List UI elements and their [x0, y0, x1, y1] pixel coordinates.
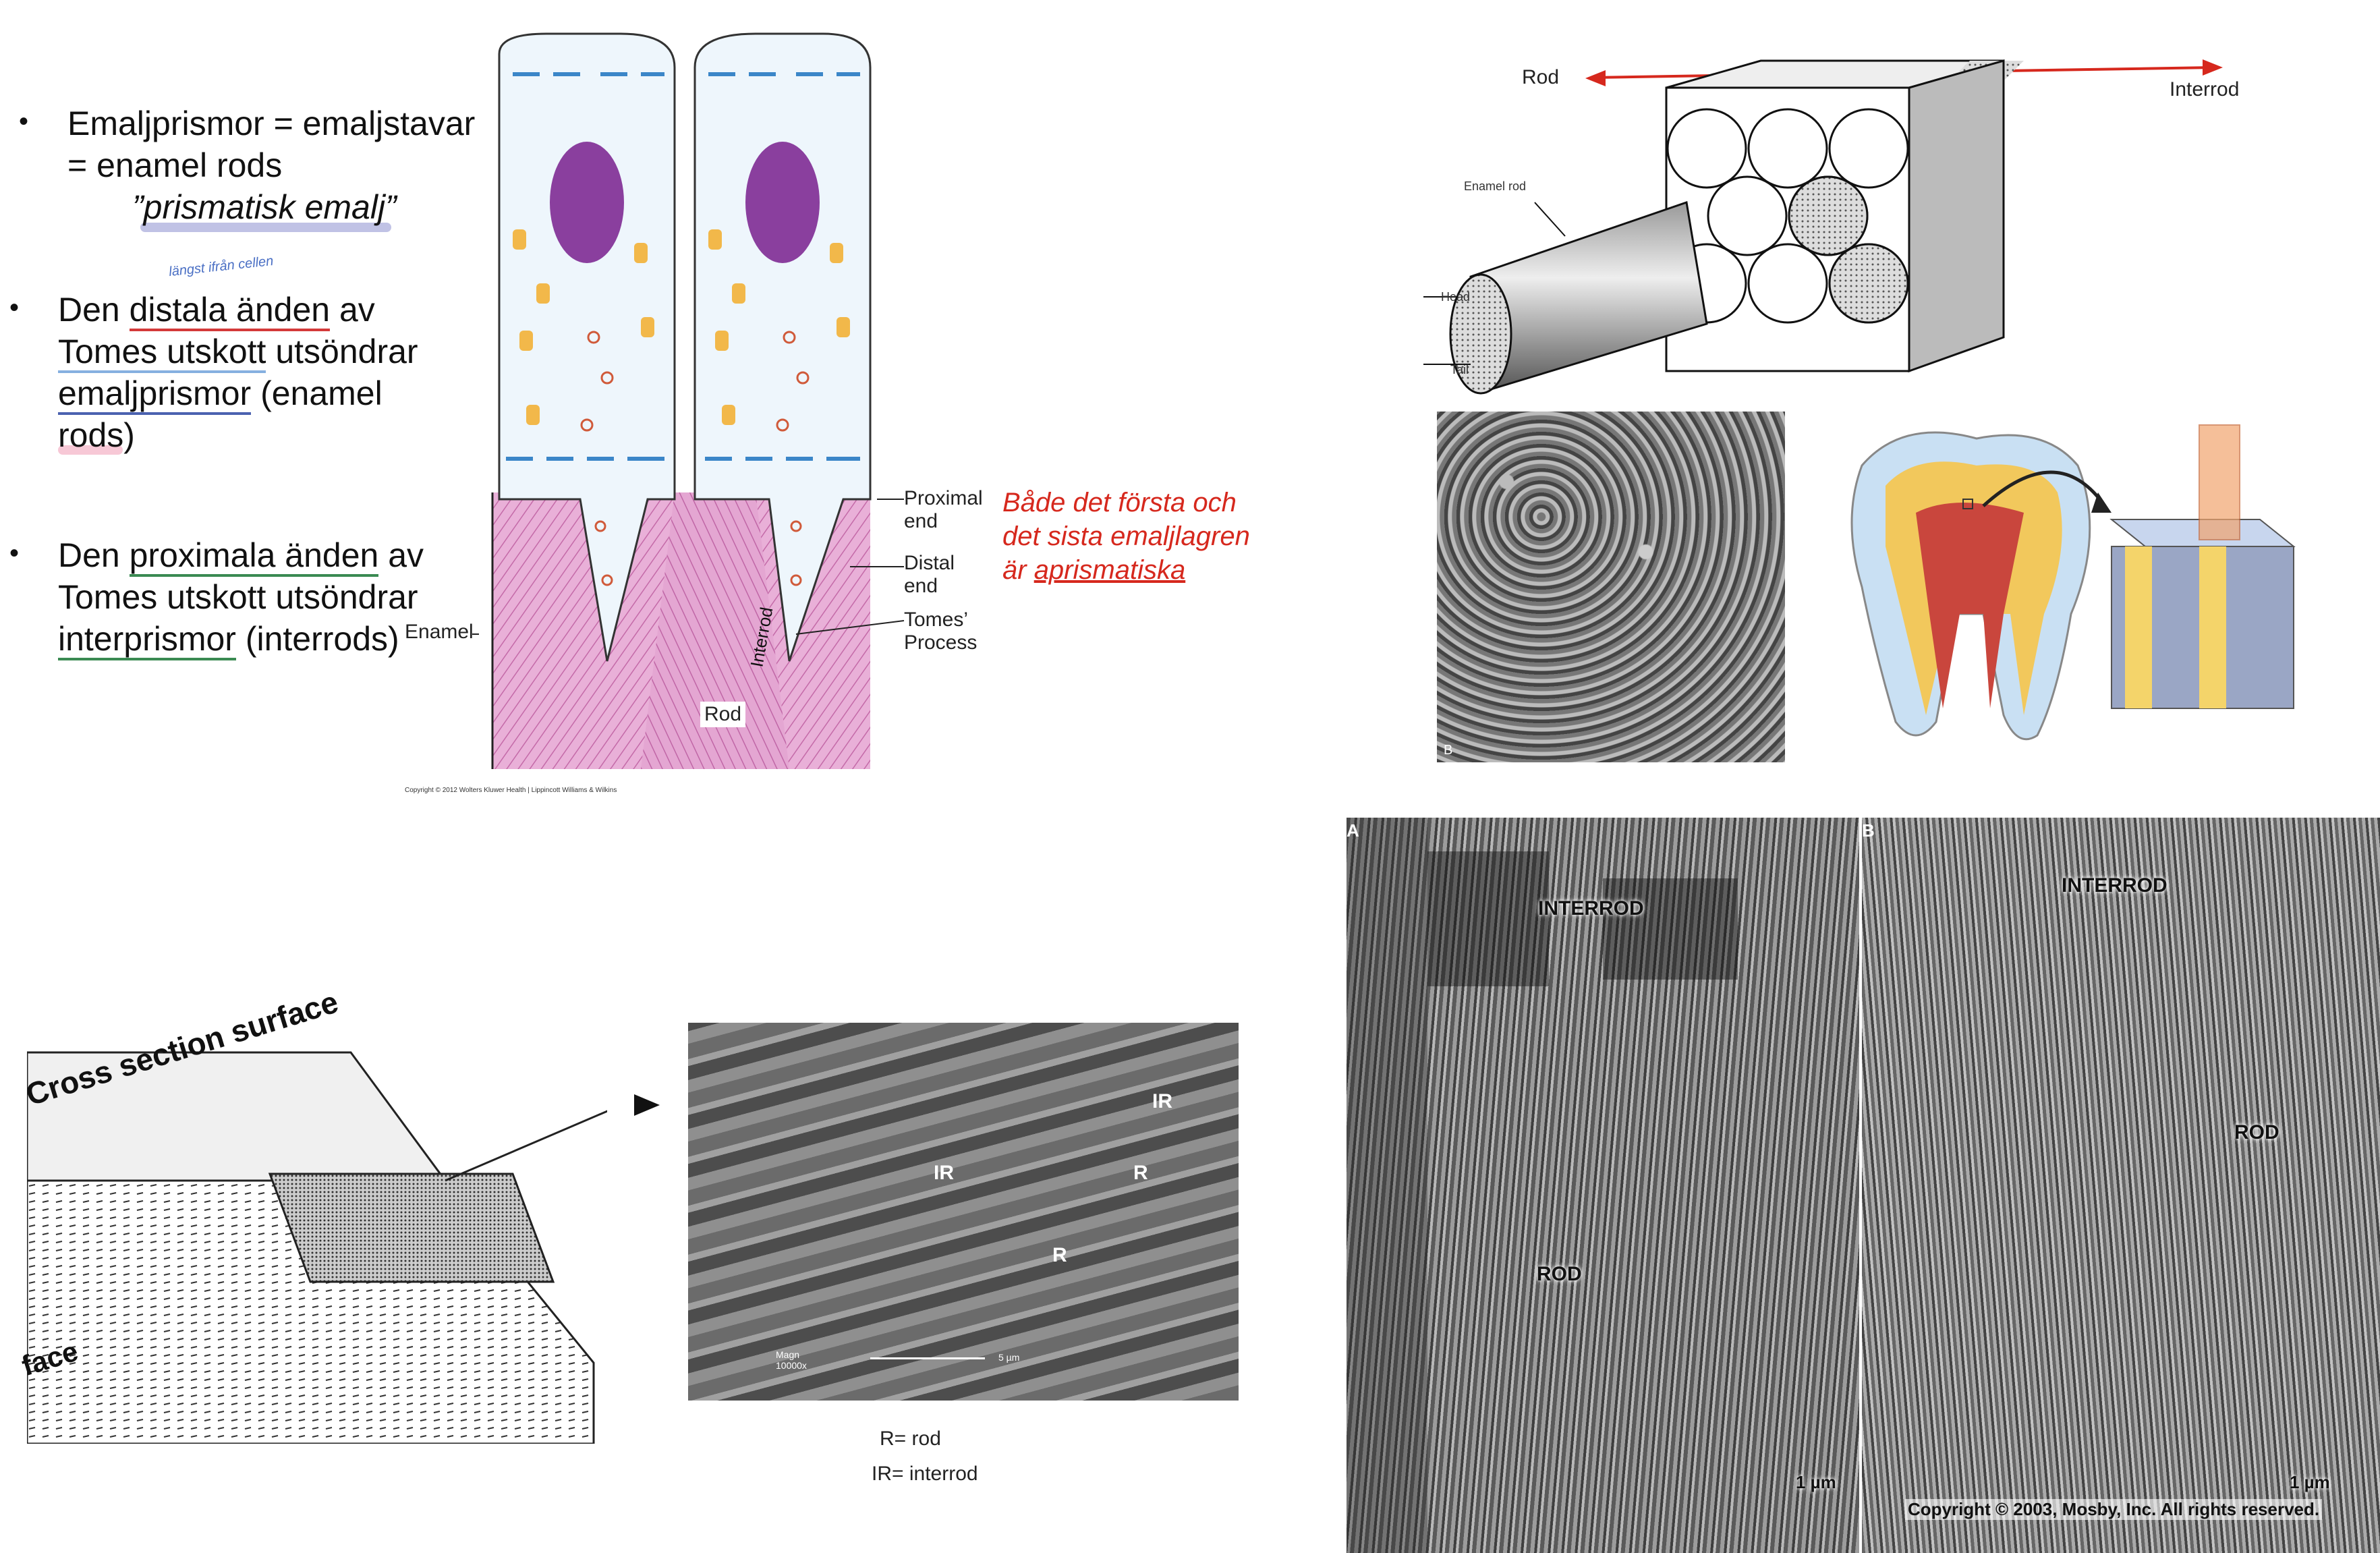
block-side: [1908, 59, 2005, 373]
bullet-2-line-4: rods): [58, 416, 135, 454]
bullet-1-line-3: ”prismatisk emalj”: [132, 188, 397, 226]
tomes-process-label: Tomes’Process: [904, 609, 977, 654]
ir-label: IR: [1152, 1090, 1172, 1112]
aprismatic-note: Både det första och det sista emaljlagre…: [1002, 486, 1250, 587]
bullet-3-line-3: interprismor (interrods): [58, 618, 399, 660]
rod-extraction: [2199, 424, 2240, 540]
tooth-illustration: [1850, 424, 2296, 741]
copyright-lww: Copyright © 2012 Wolters Kluwer Health |…: [405, 787, 617, 794]
bullet-3-line-2: Tomes utskott utsöndrar: [58, 578, 418, 616]
underlined-term: interprismor: [58, 620, 236, 660]
highlight-pink: [58, 445, 123, 455]
scale-label-a: 1 µm: [1796, 1472, 1836, 1492]
head-label: Head: [1441, 290, 1471, 304]
bullet-2-line-1: Den distala änden av: [58, 289, 375, 331]
r-label: R: [1052, 1244, 1067, 1266]
legend-interrod: IR= interrod: [872, 1463, 978, 1485]
highlight-purple: [140, 223, 391, 232]
bullet-1-line-2: = enamel rods: [67, 146, 283, 184]
interrod-region: [641, 492, 789, 769]
note-line: det sista emaljlagren: [1002, 521, 1250, 551]
bullet-3-line-1: Den proximala änden av: [58, 534, 424, 577]
copyright-mosby: Copyright © 2003, Mosby, Inc. All rights…: [1905, 1499, 2323, 1520]
sem-panel-b: B INTERROD ROD 1 µm: [1862, 818, 2380, 1553]
underlined-term: Tomes utskott: [58, 333, 266, 373]
sem-rod-ends-photo: B: [1437, 412, 1785, 762]
bullet-dot: •: [9, 293, 20, 322]
label-line: 10000x: [776, 1360, 807, 1371]
label-line: Process: [904, 631, 978, 654]
text-segment: utsöndrar: [266, 333, 418, 370]
underlined-term: emaljprismor: [58, 374, 252, 415]
scale-bar: [870, 1357, 985, 1359]
cross-section-diagram: [27, 1051, 607, 1444]
label-line: Distal: [904, 552, 955, 574]
panel-label-b: B: [1862, 820, 1875, 841]
sem-panel-a: A INTERROD ROD 1 µm: [1347, 818, 1859, 1553]
note-line: är aprismatiska: [1002, 553, 1250, 587]
nucleus-left: [550, 142, 624, 263]
ameloblast-diagram: Interrod: [472, 32, 905, 769]
bullet-2-line-3: emaljprismor (enamel: [58, 372, 382, 415]
underlined-term: proximala änden: [129, 536, 379, 577]
enamel-block-diagram: [1423, 59, 2223, 395]
note-line: Både det första och: [1002, 488, 1237, 517]
enamel-label: Enamel: [405, 621, 474, 643]
text-segment: (enamel: [251, 374, 382, 412]
label-line: Tomes’: [904, 609, 969, 631]
scale-label: 5 µm: [998, 1352, 1020, 1363]
ameloblast-cell-left: [498, 32, 676, 662]
bullet-dot: •: [19, 107, 29, 136]
rod-arrow-label: Rod: [1522, 66, 1560, 88]
label-line: end: [904, 575, 938, 597]
label-line: Magn: [776, 1349, 800, 1360]
text-segment: Den: [58, 291, 130, 329]
label-line: end: [904, 510, 938, 532]
leader-lines: [472, 499, 905, 635]
underlined-term: distala änden: [129, 291, 331, 331]
rod-label-a: ROD: [1537, 1263, 1582, 1285]
r-label: R: [1133, 1162, 1148, 1184]
enamel-rod-label: Enamel rod: [1464, 179, 1527, 193]
bullet-dot: •: [9, 538, 20, 568]
legend-rod: R= rod: [880, 1428, 941, 1450]
rod-label: Rod: [700, 702, 746, 727]
pulp: [1916, 503, 2024, 708]
organelles: [513, 229, 850, 425]
text-segment: av: [330, 291, 375, 329]
zoom-pointer: [445, 1110, 607, 1182]
ir-label: IR: [934, 1162, 954, 1184]
text-segment: av: [378, 536, 424, 574]
interrod-arrow-label: Interrod: [2170, 78, 2240, 101]
magnified-region: [268, 1173, 555, 1283]
scale-label-b: 1 µm: [2290, 1472, 2330, 1492]
underlined-term: aprismatiska: [1033, 555, 1186, 585]
tail-label: Tail: [1450, 363, 1469, 376]
rod-label-b: ROD: [2234, 1121, 2279, 1143]
panel-label-a: A: [1347, 820, 1359, 841]
ameloblast-cell-right: [693, 32, 872, 662]
interrod-label-b: INTERROD: [2062, 874, 2168, 897]
text-segment: Den: [58, 536, 130, 574]
vesicles: [580, 331, 810, 586]
bullet-1-line-1: Emaljprismor = emaljstavar: [67, 105, 476, 142]
handwritten-annotation: längst ifrån cellen: [168, 253, 275, 280]
label-line: Proximal: [904, 487, 983, 509]
panel-label: B: [1444, 743, 1453, 758]
bullet-2-line-2: Tomes utskott utsöndrar: [58, 331, 418, 373]
text-segment: är: [1002, 555, 1034, 585]
text-segment: (interrods): [235, 620, 399, 658]
nucleus-right: [745, 142, 820, 263]
zoom-arrow: [1982, 470, 2107, 507]
arrow-head: [634, 1094, 660, 1116]
interrod-label-a: INTERROD: [1538, 897, 1644, 920]
